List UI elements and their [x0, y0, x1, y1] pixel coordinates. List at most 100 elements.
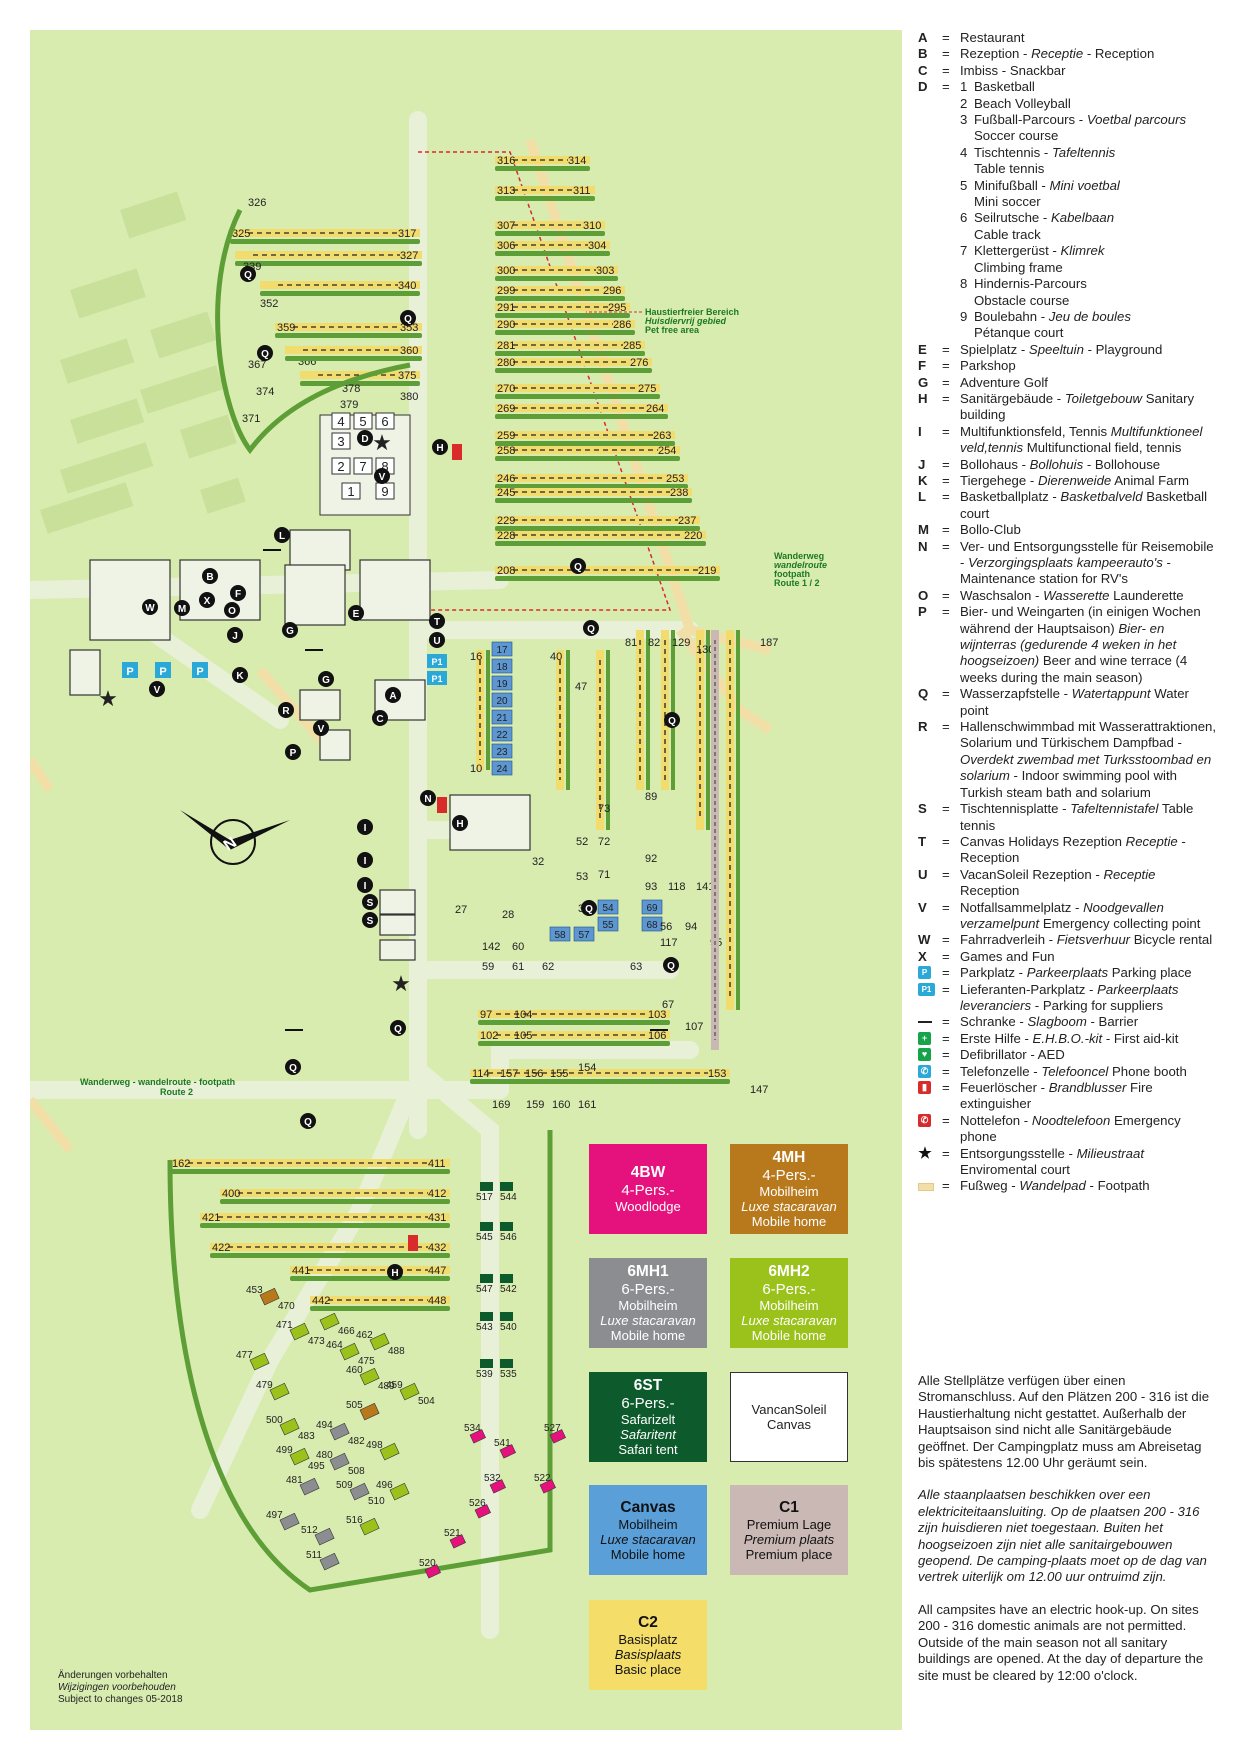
map-marker [663, 957, 679, 973]
pitch-number: 153 [708, 1068, 726, 1080]
pitch-number: 281 [497, 340, 515, 352]
pitch-number: 542 [500, 1284, 517, 1295]
woodlodge [424, 1564, 441, 1579]
woodlodge [489, 1479, 506, 1494]
pitch-number: 258 [497, 445, 515, 457]
hedge [495, 251, 610, 256]
mobile-home [359, 1402, 380, 1421]
map-marker-letter: I [364, 856, 367, 867]
hedge [495, 330, 635, 335]
map-background [30, 30, 902, 1730]
map-marker [313, 720, 329, 736]
mobile-home [299, 1477, 320, 1496]
map-marker-letter: A [389, 691, 396, 702]
woodland [149, 311, 217, 359]
pitch-number: 508 [348, 1466, 365, 1477]
map-marker [362, 894, 378, 910]
supplier-parking-icon [427, 671, 447, 685]
parking-icon [122, 662, 138, 678]
map-marker [232, 667, 248, 683]
building [299, 689, 341, 721]
legend-entry: J=Bollohaus - Bollohuis - Bollohouse [918, 456, 1161, 472]
canvas-pitch [641, 916, 663, 932]
map-marker-letter: R [282, 706, 290, 717]
building [284, 564, 346, 626]
hedge [495, 576, 720, 581]
legend-key: G [918, 374, 929, 390]
pitch-number: 378 [342, 383, 360, 395]
mobile-home [279, 1417, 300, 1436]
pitch-number: 546 [500, 1232, 517, 1243]
pitch-number: 160 [552, 1099, 570, 1111]
map-marker-letter: Q [667, 961, 675, 972]
pitch-number: 21 [496, 713, 508, 724]
hedge [478, 1041, 670, 1046]
map-marker [348, 605, 364, 621]
map-marker [385, 687, 401, 703]
pitch-number: 311 [573, 185, 591, 197]
aed-icon: ♥ [918, 1047, 942, 1063]
pitch-strip [260, 281, 420, 289]
pitch-number: 130 [696, 644, 714, 656]
pitch-strip [495, 531, 706, 539]
map-marker [174, 600, 190, 616]
woodland [70, 398, 145, 444]
pitch-number: 498 [366, 1440, 383, 1451]
building [69, 649, 101, 696]
pitch-number: 299 [497, 285, 515, 297]
pitch-number: 229 [497, 515, 515, 527]
woodland [69, 268, 146, 319]
pitch-number: 317 [398, 228, 416, 240]
pitch-number: 118 [668, 881, 686, 893]
legend-notes: Alle Stellplätze verfügen über einen Str… [918, 1373, 1218, 1700]
map-marker [285, 744, 301, 760]
field-number: 3 [337, 434, 344, 449]
map-marker-letter: B [206, 572, 213, 583]
pitch-number: 473 [308, 1336, 325, 1347]
pitch-number: 18 [496, 662, 508, 673]
changes-note: Änderungen vorbehalten Wijzigingen voorb… [58, 1670, 183, 1706]
pitch-number: 92 [645, 853, 657, 865]
road [191, 1081, 419, 1519]
pitch-number: 276 [630, 357, 648, 369]
map-marker [429, 632, 445, 648]
hedge [167, 1130, 553, 1593]
pitch-number: 367 [248, 359, 266, 371]
pitch-number: 54 [602, 903, 614, 914]
footpath [30, 757, 55, 793]
legend-key: J [918, 456, 926, 472]
pitch-number: 94 [685, 921, 697, 933]
hedge [706, 630, 710, 830]
pitch-number: 482 [348, 1436, 365, 1447]
legend-entry: =Schranke - Slagboom - Barrier [918, 1014, 1218, 1030]
woodland [60, 338, 135, 384]
pitch-number: 545 [476, 1232, 493, 1243]
pitch-number: 535 [500, 1369, 517, 1380]
pitch-number: 89 [645, 791, 657, 803]
legend-entry: =Fußweg - Wandelpad - Footpath [918, 1178, 1218, 1194]
map-marker [387, 1264, 403, 1280]
legend-key: C [918, 62, 928, 78]
pitch-number: 494 [316, 1420, 333, 1431]
pitch-number: 208 [497, 565, 515, 577]
north-arrow-icon [180, 810, 290, 850]
pitch-strip [495, 320, 635, 328]
pitch-strip [495, 404, 668, 412]
pet-free-label: Pet free area [645, 325, 700, 335]
map-marker [374, 468, 390, 484]
legend-entry: S=Tischtennisplatte - Tafeltennistafel T… [918, 801, 1194, 833]
pitch-number: 499 [276, 1445, 293, 1456]
legend-entry: I=Multifunktionsfeld, Tennis Multifunkti… [918, 423, 1203, 456]
pitch-number: 68 [646, 920, 658, 931]
pitch-number: 340 [398, 280, 416, 292]
pitch-number: 300 [497, 265, 515, 277]
pitch-number: 291 [497, 302, 515, 314]
woodland [59, 442, 154, 494]
pitch-strip [495, 474, 688, 482]
legend-entry: L=Basketballplatz - Basketbalveld Basket… [918, 489, 1208, 521]
sport-field [331, 457, 351, 475]
sport-field [375, 412, 395, 430]
pitch-strip [220, 1189, 450, 1197]
